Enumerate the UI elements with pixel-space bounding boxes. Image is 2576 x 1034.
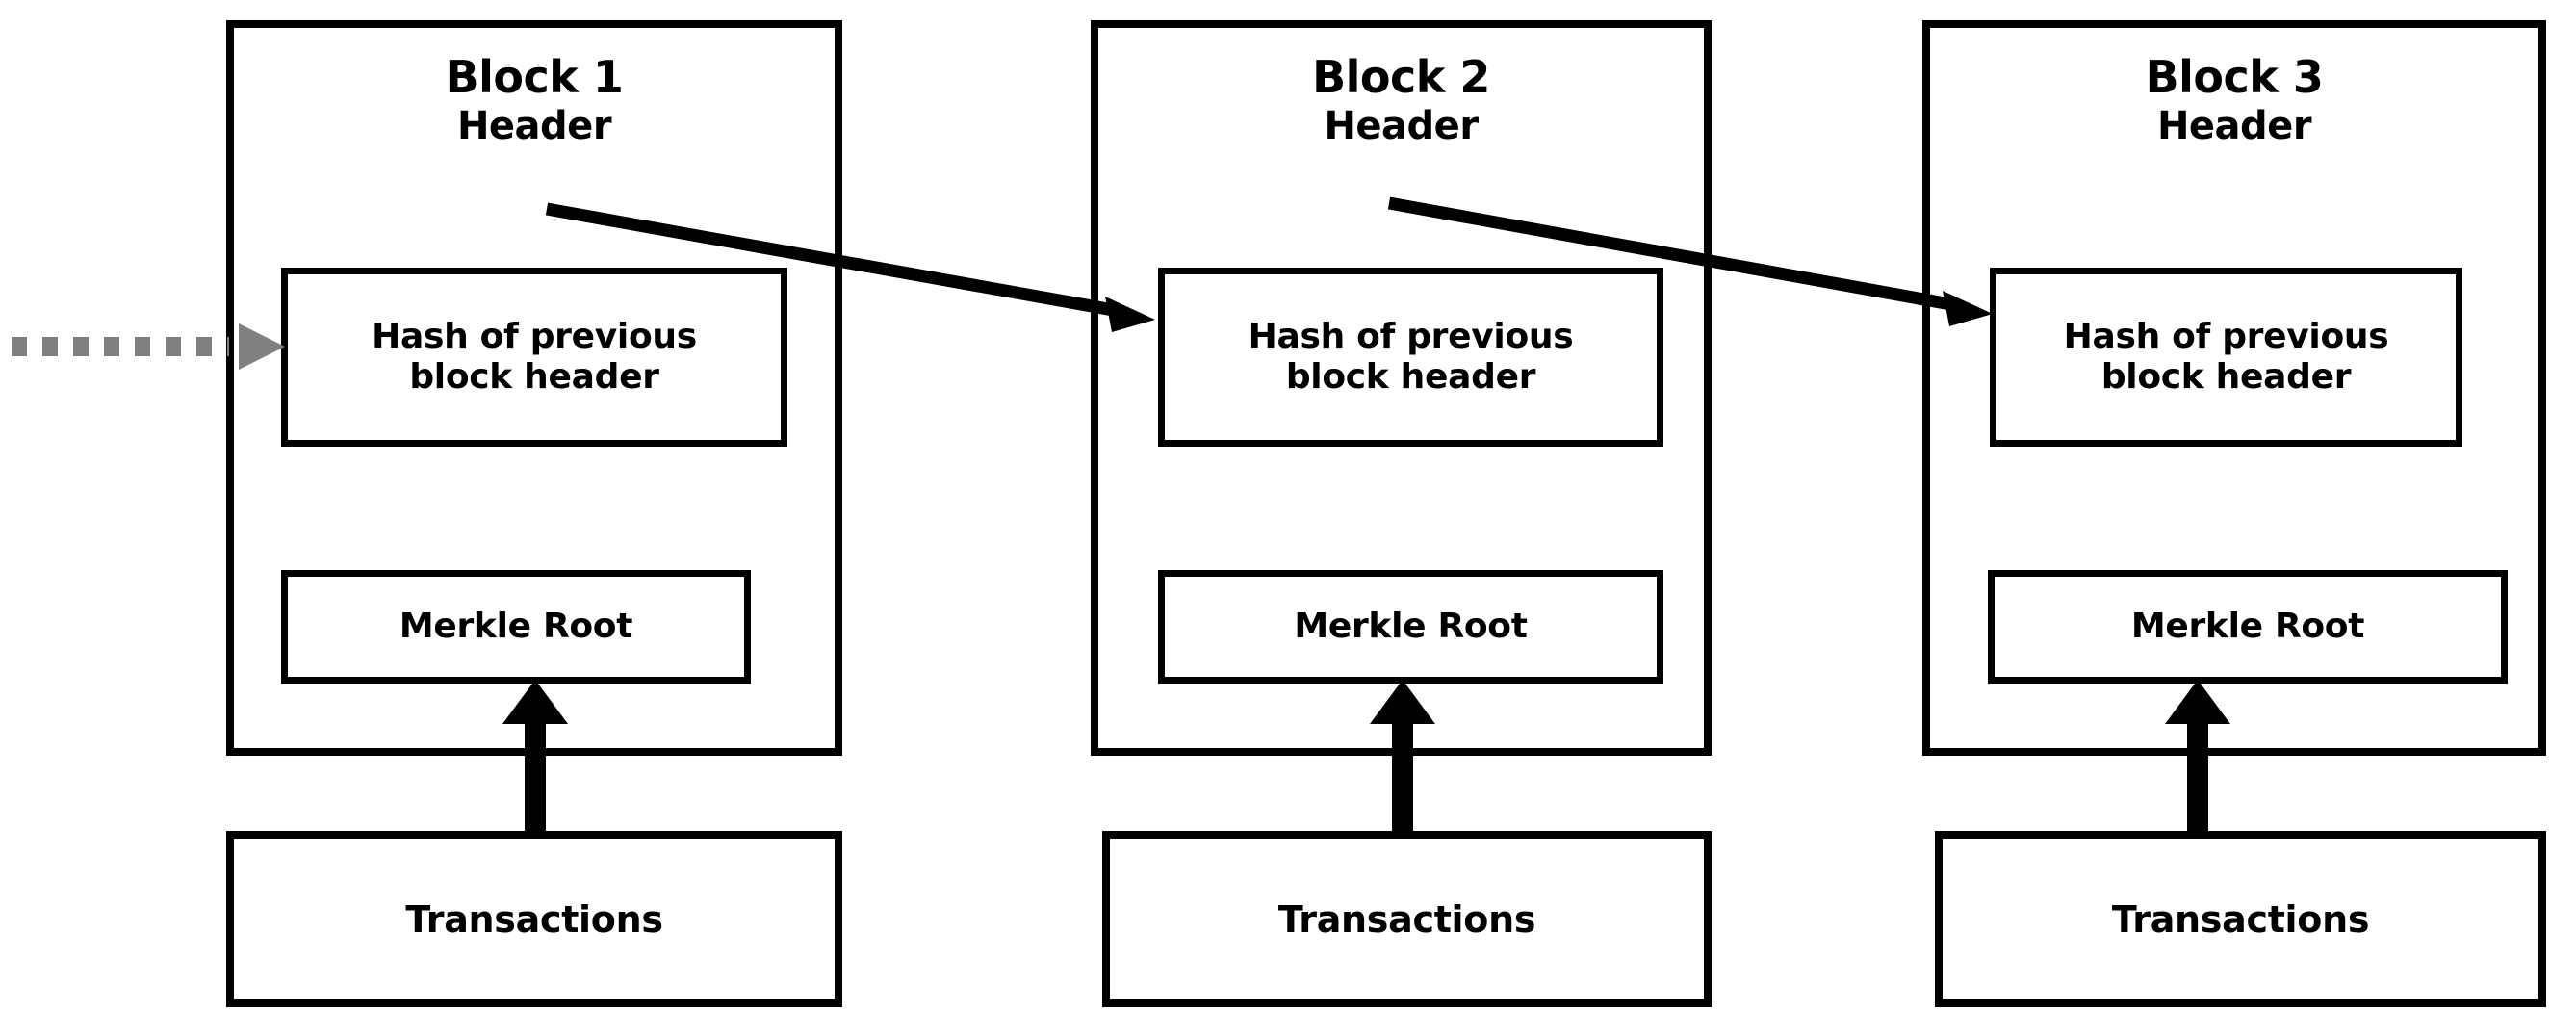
block-3-title-line2: Header — [2156, 104, 2312, 148]
block-3-title-line1: Block 3 — [2145, 51, 2324, 103]
block-3-merkle-root-box: Merkle Root — [1988, 570, 2508, 684]
block-1-transactions-label: Transactions — [405, 897, 663, 941]
block-2-hash-label-line2: block header — [1285, 357, 1536, 397]
block-2-merkle-root-label: Merkle Root — [1294, 606, 1528, 646]
block-3-transactions-label: Transactions — [2111, 897, 2370, 941]
block-2-title: Block 2 Header — [1091, 55, 1712, 145]
block-3-transactions-box: Transactions — [1935, 831, 2546, 1007]
block-3-hash-label-line1: Hash of previous — [2063, 316, 2389, 356]
block-3-merkle-root-label: Merkle Root — [2130, 606, 2365, 646]
block-3-hash-label-line2: block header — [2100, 357, 2352, 397]
block-1-hash-label-line2: block header — [409, 357, 659, 397]
block-1-title-line1: Block 1 — [445, 51, 624, 103]
block-2-hash-label-line1: Hash of previous — [1248, 316, 1574, 356]
block-1-title-line2: Header — [456, 104, 612, 148]
block-1-title: Block 1 Header — [226, 55, 842, 145]
block-3-title: Block 3 Header — [1922, 55, 2546, 145]
block-1-hash-label-line1: Hash of previous — [372, 316, 697, 356]
block-2-title-line2: Header — [1324, 104, 1479, 148]
block-2-transactions-label: Transactions — [1277, 897, 1536, 941]
block-2-merkle-root-box: Merkle Root — [1158, 570, 1663, 684]
block-1-merkle-root-box: Merkle Root — [281, 570, 751, 684]
block-2-transactions-box: Transactions — [1102, 831, 1712, 1007]
block-1-merkle-root-label: Merkle Root — [399, 606, 633, 646]
block-2-title-line1: Block 2 — [1312, 51, 1490, 103]
block-1-transactions-box: Transactions — [226, 831, 842, 1007]
